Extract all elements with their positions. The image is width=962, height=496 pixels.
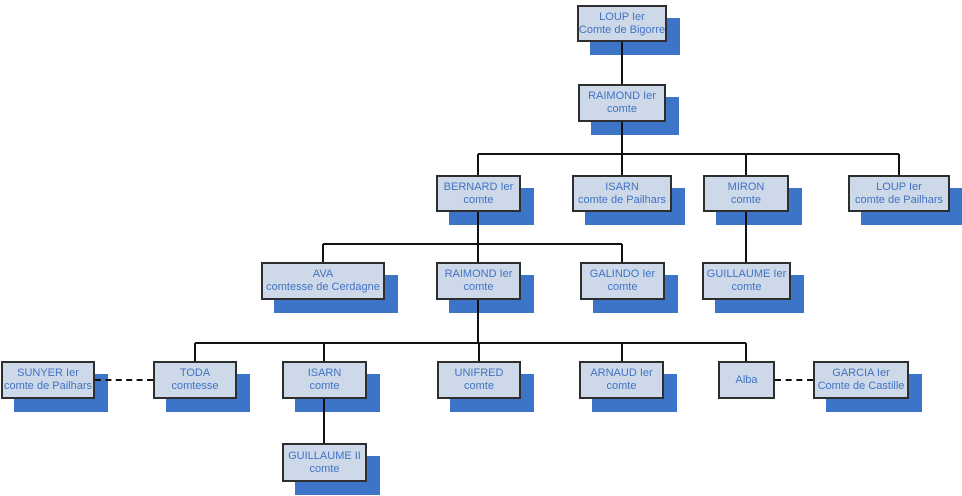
person-name: LOUP Ier <box>876 180 922 193</box>
person-title: comte <box>606 380 637 392</box>
sunyer-toda-marriage-dashed-line <box>95 379 153 381</box>
person-title: comte <box>463 193 494 206</box>
connector-line <box>478 343 480 361</box>
person-title: comte <box>463 281 494 293</box>
person-title: comte <box>731 193 761 206</box>
person-name: ARNAUD Ier <box>590 367 653 379</box>
connector-line <box>478 153 899 155</box>
person-title: comte <box>607 103 637 115</box>
person-name: SUNYER Ier <box>17 367 79 379</box>
connector-line <box>745 343 747 361</box>
person-title: comtesse de Cerdagne <box>266 281 380 293</box>
connector-line <box>322 244 324 262</box>
person-name: UNIFRED <box>454 367 504 379</box>
person-name: GARCIA Ier <box>832 367 890 379</box>
person-title: comte <box>309 380 340 392</box>
connector-line <box>745 212 747 262</box>
person-name: MIRON <box>727 180 765 193</box>
person-title: comte <box>309 462 340 475</box>
connector-line <box>195 342 746 344</box>
connector-line <box>621 244 623 262</box>
person-title: Comte de Castille <box>817 380 905 392</box>
connector-line <box>745 154 747 175</box>
person-name: AVA <box>312 268 334 280</box>
person-name: ISARN <box>307 367 342 379</box>
connector-line <box>323 399 325 443</box>
connector-line <box>323 243 622 245</box>
person-name: TODA <box>179 367 211 379</box>
person-title: comtesse <box>171 380 219 392</box>
tree-node-alba: Alba <box>718 361 775 399</box>
person-name: GUILLAUME II <box>288 449 361 462</box>
person-title: comte <box>731 281 762 293</box>
connector-line <box>323 343 325 361</box>
alba-garcia-marriage-dashed-line <box>775 379 813 381</box>
connector-line <box>477 300 479 343</box>
person-title: comte <box>464 380 494 392</box>
connector-line <box>898 154 900 175</box>
connector-line <box>621 42 623 84</box>
person-name: LOUP Ier <box>599 10 645 23</box>
connector-line <box>477 154 479 175</box>
person-title: comte de Pailhars <box>577 193 667 206</box>
connector-line <box>621 122 623 154</box>
connector-line <box>194 343 196 361</box>
person-title: comte de Pailhars <box>3 380 93 392</box>
person-name: ISARN <box>605 180 639 193</box>
person-name: GALINDO Ier <box>589 268 656 280</box>
connector-line <box>621 154 623 175</box>
person-name: GUILLAUME Ier <box>706 268 787 280</box>
connector-line <box>477 244 479 262</box>
person-name: RAIMOND Ier <box>588 90 656 102</box>
person-title: comte de Pailhars <box>854 193 944 206</box>
person-name: RAIMOND Ier <box>444 268 513 280</box>
person-name: BERNARD Ier <box>443 180 514 193</box>
person-title: Comte de Bigorre <box>578 23 666 36</box>
connector-line <box>621 343 623 361</box>
connector-line <box>477 212 479 244</box>
person-title: comte <box>607 281 638 293</box>
person-name: Alba <box>735 373 758 386</box>
